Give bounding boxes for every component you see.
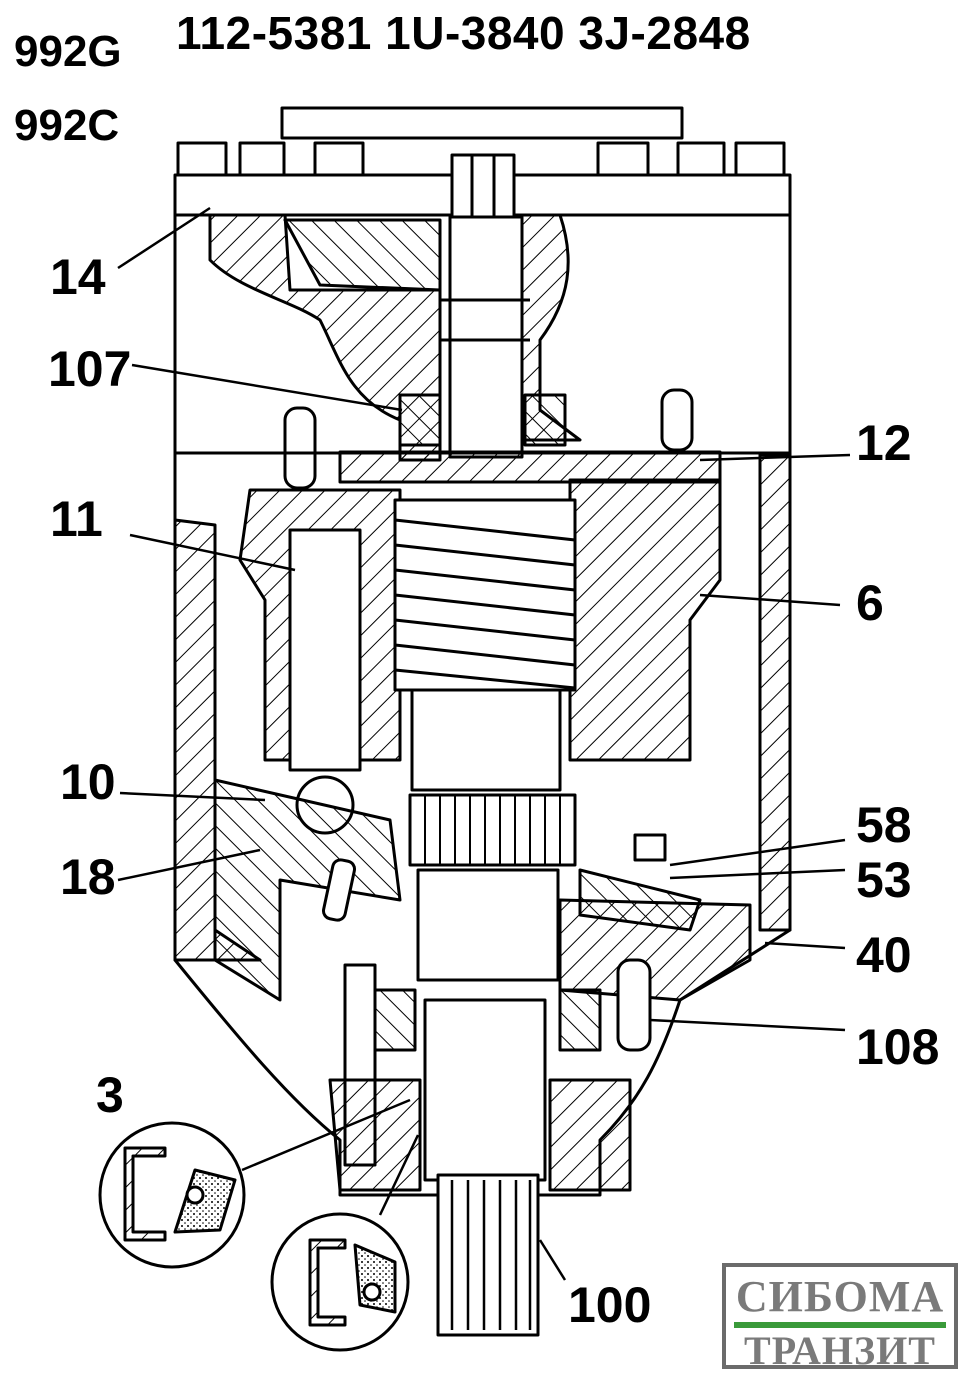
callout-18: 18 [60, 849, 116, 905]
swash-18 [213, 778, 402, 1002]
bearing-107-right [523, 393, 567, 447]
housing-40 [558, 898, 752, 1002]
callout-3: 3 [96, 1067, 124, 1123]
right-wall [758, 453, 792, 932]
bearing-108-right [558, 988, 602, 1052]
logo-top-text: СИБОМА [735, 1272, 945, 1321]
bolt-58 [633, 833, 667, 862]
callout-108: 108 [856, 1019, 940, 1075]
upper-shaft [448, 215, 524, 459]
top-cap [280, 106, 684, 140]
central-shaft-upper [410, 688, 562, 792]
callout-53: 53 [856, 852, 912, 908]
sibomatranzit-logo: СИБОМА ТРАНЗИТ [722, 1263, 958, 1373]
callout-10: 10 [60, 754, 116, 810]
part-numbers-title: 112-5381 1U-3840 3J-2848 [176, 7, 751, 59]
model-label-992c: 992C [14, 101, 120, 150]
seal-detail-lower [270, 1212, 410, 1352]
callout-58: 58 [856, 797, 912, 853]
lower-housing [173, 451, 792, 1197]
bearing-108-left [373, 988, 417, 1052]
plate-12 [338, 450, 722, 484]
central-shaft-middle [416, 868, 560, 982]
pin-11 [288, 528, 362, 772]
splined-gear [408, 793, 577, 867]
model-label-992g: 992G [14, 27, 122, 76]
top-bolts [176, 141, 786, 177]
seal-housing-left [328, 1078, 422, 1192]
leader-lines [117, 206, 851, 1281]
spring [393, 498, 577, 692]
logo-bottom-text: ТРАНЗИТ [744, 1328, 936, 1373]
callout-6: 6 [856, 575, 884, 631]
callout-107: 107 [48, 341, 132, 397]
callout-100: 100 [568, 1277, 652, 1333]
bearing-107-left [398, 393, 442, 447]
callout-11: 11 [50, 491, 103, 547]
callout-40: 40 [856, 927, 912, 983]
upper-casting-right [518, 213, 582, 442]
callout-12: 12 [856, 415, 912, 471]
callout-14: 14 [50, 249, 106, 305]
pin-108 [616, 958, 652, 1052]
spring-block-6 [568, 478, 722, 762]
output-shaft [423, 998, 547, 1182]
logo-accent-bar [734, 1322, 946, 1328]
top-nut [450, 153, 516, 219]
output-spline-100 [436, 1173, 540, 1337]
seal-housing-right [548, 1078, 632, 1192]
